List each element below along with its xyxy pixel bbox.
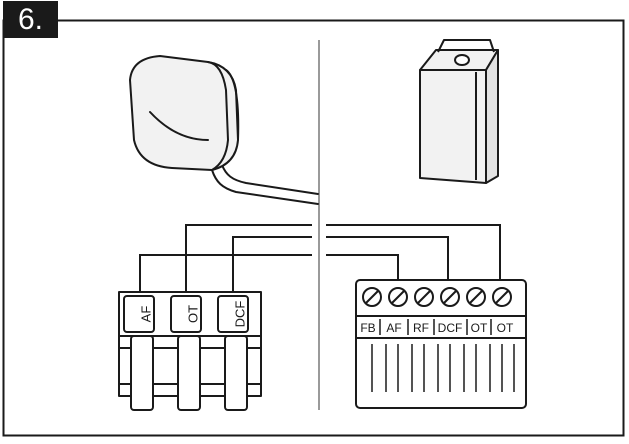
left-terminal-block [118,291,262,411]
screw-icon [414,287,434,307]
screw-icon [440,287,460,307]
screw-icon [492,287,512,307]
right-terminal-label-ot-1: OT [471,321,488,335]
right-terminal-label-fb: FB [360,321,375,335]
right-terminal-label-dcf: DCF [438,321,463,335]
step-number-badge: 6. [3,1,58,38]
left-terminal-label-af: AF [138,306,153,323]
screw-terminals [362,287,512,307]
wires [139,224,501,294]
label-separators [379,319,492,335]
outdoor-sensor-device [129,55,319,205]
left-terminal-label-ot: OT [185,305,200,323]
left-terminal-label-dcf: DCF [232,301,247,328]
screw-icon [388,287,408,307]
right-terminal-label-af: AF [386,321,401,335]
screw-icon [362,287,382,307]
wire-slots [371,344,515,392]
right-terminal-label-rf: RF [413,321,429,335]
right-terminal-label-ot-2: OT [497,321,514,335]
diagram-frame [2,19,625,437]
room-module-device [419,39,499,184]
screw-icon [466,287,486,307]
